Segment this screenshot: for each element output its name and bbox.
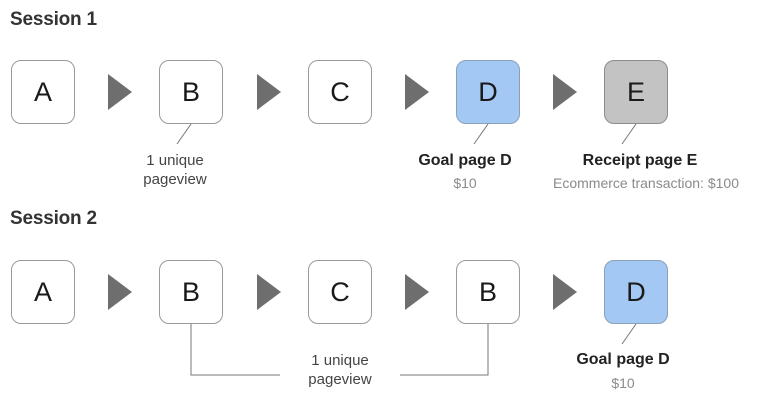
session-2-b-bracket-right: [400, 324, 489, 376]
session-2-page-c: C: [308, 260, 372, 324]
session-2-goal-page-d: D: [604, 260, 668, 324]
session-1-goal-page-d: D: [456, 60, 520, 124]
session-2-title: Session 2: [10, 208, 97, 229]
session-1-goal-label: Goal page D: [418, 152, 512, 169]
session-2-b-bracket: [190, 324, 280, 376]
session-1-pageview-label: 1 unique pageview: [143, 152, 207, 188]
session-2-page-b-repeat: B: [456, 260, 520, 324]
session-2-page-a: A: [11, 260, 75, 324]
session-2-page-b: B: [159, 260, 223, 324]
session-1-page-a: A: [11, 60, 75, 124]
session-1-arrow-1: [108, 74, 132, 110]
session-1-receipt-label: Receipt page E: [582, 152, 698, 169]
session-2-d-leader: [621, 323, 637, 345]
session-2-arrow-1: [108, 274, 132, 310]
session-1-receipt-value: Ecommerce transaction: $100: [553, 175, 739, 191]
session-1-arrow-2: [257, 74, 281, 110]
session-2-arrow-3: [405, 274, 429, 310]
session-1-goal-value: $10: [453, 175, 477, 191]
session-2-arrow-4: [553, 274, 577, 310]
session-2-goal-label: Goal page D: [576, 351, 670, 368]
session-1-title: Session 1: [10, 9, 97, 30]
session-1-page-b: B: [159, 60, 223, 124]
session-1-arrow-3: [405, 74, 429, 110]
session-2-goal-value: $10: [611, 375, 635, 391]
session-2-arrow-2: [257, 274, 281, 310]
session-1-b-leader: [176, 123, 192, 145]
session-2-pageview-label: 1 unique pageview: [308, 352, 372, 388]
session-1-arrow-4: [553, 74, 577, 110]
session-1-e-leader: [621, 123, 637, 145]
session-1-page-c: C: [308, 60, 372, 124]
session-1-d-leader: [473, 123, 489, 145]
session-1-receipt-page-e: E: [604, 60, 668, 124]
